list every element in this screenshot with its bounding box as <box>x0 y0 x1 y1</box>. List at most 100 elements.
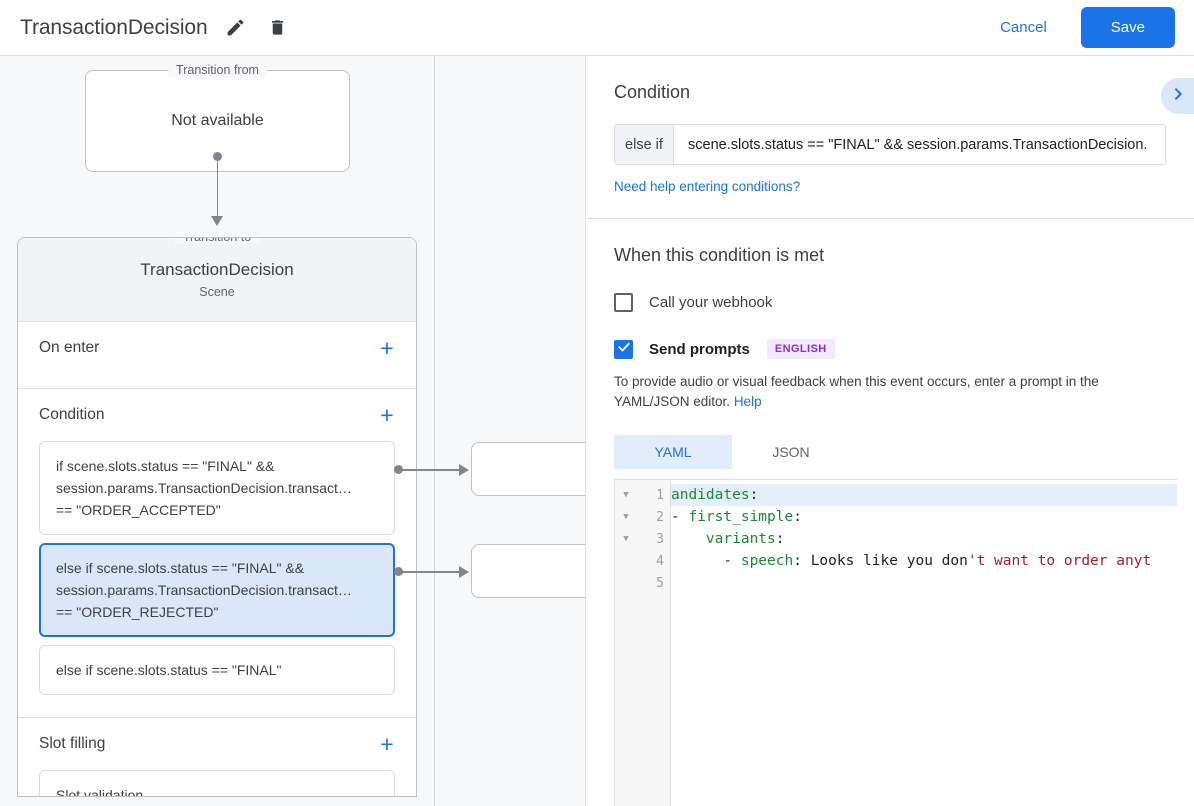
send-prompts-label: Send prompts <box>649 340 750 358</box>
editor-line-number: 4 <box>656 553 664 569</box>
transition-to-node[interactable]: Transition to TransactionDecision Scene … <box>17 237 417 797</box>
when-condition-met-heading: When this condition is met <box>614 245 825 265</box>
send-prompts-row[interactable]: Send prompts ENGLISH <box>614 339 1166 359</box>
call-webhook-checkbox[interactable] <box>614 293 633 312</box>
editor-code-line[interactable] <box>671 572 1177 594</box>
save-button[interactable]: Save <box>1080 7 1175 48</box>
editor-code-line[interactable]: andidates: <box>671 484 1177 506</box>
edit-title-button[interactable] <box>222 14 250 42</box>
editor-gutter-line: 5 <box>615 572 670 594</box>
section-head-condition: Condition + <box>18 389 416 441</box>
code-token: Looks like you don <box>810 553 968 569</box>
prompts-help-link[interactable]: Help <box>733 394 762 409</box>
condition-item-selected[interactable]: else if scene.slots.status == "FINAL" &&… <box>39 543 395 637</box>
prompts-helper-sentence: To provide audio or visual feedback when… <box>614 374 1099 409</box>
editor-line-number: 5 <box>656 575 664 591</box>
detail-panel: Condition else if Need help entering con… <box>585 56 1194 806</box>
condition-item-line: session.params.TransactionDecision.trans… <box>56 582 352 598</box>
condition-item-line: session.params.TransactionDecision.trans… <box>56 480 352 496</box>
fold-triangle-icon[interactable]: ▼ <box>623 490 629 500</box>
section-condition: Condition + if scene.slots.status == "FI… <box>18 389 416 718</box>
flow-canvas[interactable]: Transition from Not available Transition… <box>0 56 585 806</box>
connector-arrow-branch-2 <box>459 566 469 578</box>
section-title-on-enter: On enter <box>39 339 100 356</box>
code-token: speech <box>740 553 794 569</box>
section-head-on-enter: On enter + <box>18 322 416 374</box>
add-on-enter-button[interactable]: + <box>380 334 394 361</box>
condition-help-link[interactable]: Need help entering conditions? <box>614 179 801 194</box>
code-token: : <box>793 509 802 525</box>
scene-name: TransactionDecision <box>140 260 294 279</box>
branch-target-node-1[interactable] <box>471 442 585 496</box>
transition-from-value: Not available <box>171 112 264 129</box>
section-title-slot-filling: Slot filling <box>39 735 106 752</box>
editor-code-line[interactable]: - first_simple: <box>671 506 1177 528</box>
editor-line-number: 2 <box>656 509 664 525</box>
when-condition-met-section: When this condition is met Call your web… <box>586 219 1194 806</box>
connector-line-branch-2 <box>399 571 461 573</box>
condition-item-line: == "ORDER_ACCEPTED" <box>56 502 221 518</box>
tab-yaml[interactable]: YAML <box>614 435 732 469</box>
condition-item-line: if scene.slots.status == "FINAL" && <box>56 458 275 474</box>
expand-panel-button[interactable] <box>1161 78 1194 114</box>
editor-code-line[interactable]: variants: <box>671 528 1177 550</box>
slot-filling-item-label: Slot validation <box>56 787 144 797</box>
cancel-button[interactable]: Cancel <box>984 10 1063 45</box>
editor-code-area[interactable]: andidates:- first_simple: variants: - sp… <box>671 480 1177 806</box>
call-webhook-label: Call your webhook <box>649 294 773 311</box>
code-token: andidates <box>671 487 750 503</box>
prompts-helper-text: To provide audio or visual feedback when… <box>614 372 1166 412</box>
language-badge: ENGLISH <box>766 339 835 359</box>
condition-item[interactable]: else if scene.slots.status == "FINAL" <box>39 645 395 695</box>
condition-editor-section: Condition else if Need help entering con… <box>586 56 1194 219</box>
condition-input[interactable] <box>674 125 1165 164</box>
pencil-icon <box>225 17 246 38</box>
connector-arrow-branch-1 <box>459 464 469 476</box>
chevron-right-icon <box>1170 86 1186 107</box>
branch-target-node-2[interactable] <box>471 544 585 598</box>
section-on-enter: On enter + <box>18 322 416 389</box>
canvas-guide-line <box>434 56 435 806</box>
condition-item-line: else if scene.slots.status == "FINAL" <box>56 662 282 678</box>
transition-to-legend: Transition to <box>174 238 260 244</box>
code-token: - <box>671 509 689 525</box>
editor-gutter-line: ▼3 <box>615 528 670 550</box>
connector-dot-branch-2 <box>394 567 403 576</box>
add-condition-button[interactable]: + <box>380 401 394 428</box>
section-slot-filling: Slot filling + Slot validation <box>18 718 416 797</box>
fold-triangle-icon[interactable]: ▼ <box>623 534 629 544</box>
send-prompts-checkbox[interactable] <box>614 339 633 359</box>
editor-code-line[interactable]: - speech: Looks like you don't want to o… <box>671 550 1177 572</box>
tab-json[interactable]: JSON <box>772 444 810 460</box>
editor-gutter-line: 4 <box>615 550 670 572</box>
condition-panel-title: Condition <box>614 82 691 102</box>
code-token <box>671 531 706 547</box>
scene-type: Scene <box>199 285 235 299</box>
editor-gutter-line: ▼2 <box>615 506 670 528</box>
editor-line-number: 1 <box>656 487 664 503</box>
app-header: TransactionDecision Cancel Save <box>0 0 1194 56</box>
code-token: : <box>793 553 811 569</box>
condition-item[interactable]: if scene.slots.status == "FINAL" && sess… <box>39 441 395 535</box>
webhook-row[interactable]: Call your webhook <box>614 293 1166 312</box>
check-icon <box>617 340 631 359</box>
connector-line-branch-1 <box>399 469 461 471</box>
transition-from-legend: Transition from <box>168 63 267 77</box>
condition-input-row[interactable]: else if <box>614 124 1166 165</box>
code-token: first_simple <box>688 509 794 525</box>
add-slot-filling-button[interactable]: + <box>380 730 394 757</box>
code-token: : <box>749 487 759 503</box>
delete-button[interactable] <box>264 14 292 42</box>
code-token: : <box>775 531 785 547</box>
slot-filling-item[interactable]: Slot validation <box>39 770 395 797</box>
connector-line-down <box>216 156 218 218</box>
connector-arrow-down <box>211 216 223 226</box>
trash-icon <box>268 17 287 38</box>
scene-header: TransactionDecision Scene <box>18 238 416 322</box>
condition-item-line: else if scene.slots.status == "FINAL" && <box>56 560 305 576</box>
fold-triangle-icon[interactable]: ▼ <box>623 512 629 522</box>
code-token: variants <box>705 531 776 547</box>
condition-prefix-label: else if <box>615 125 674 164</box>
